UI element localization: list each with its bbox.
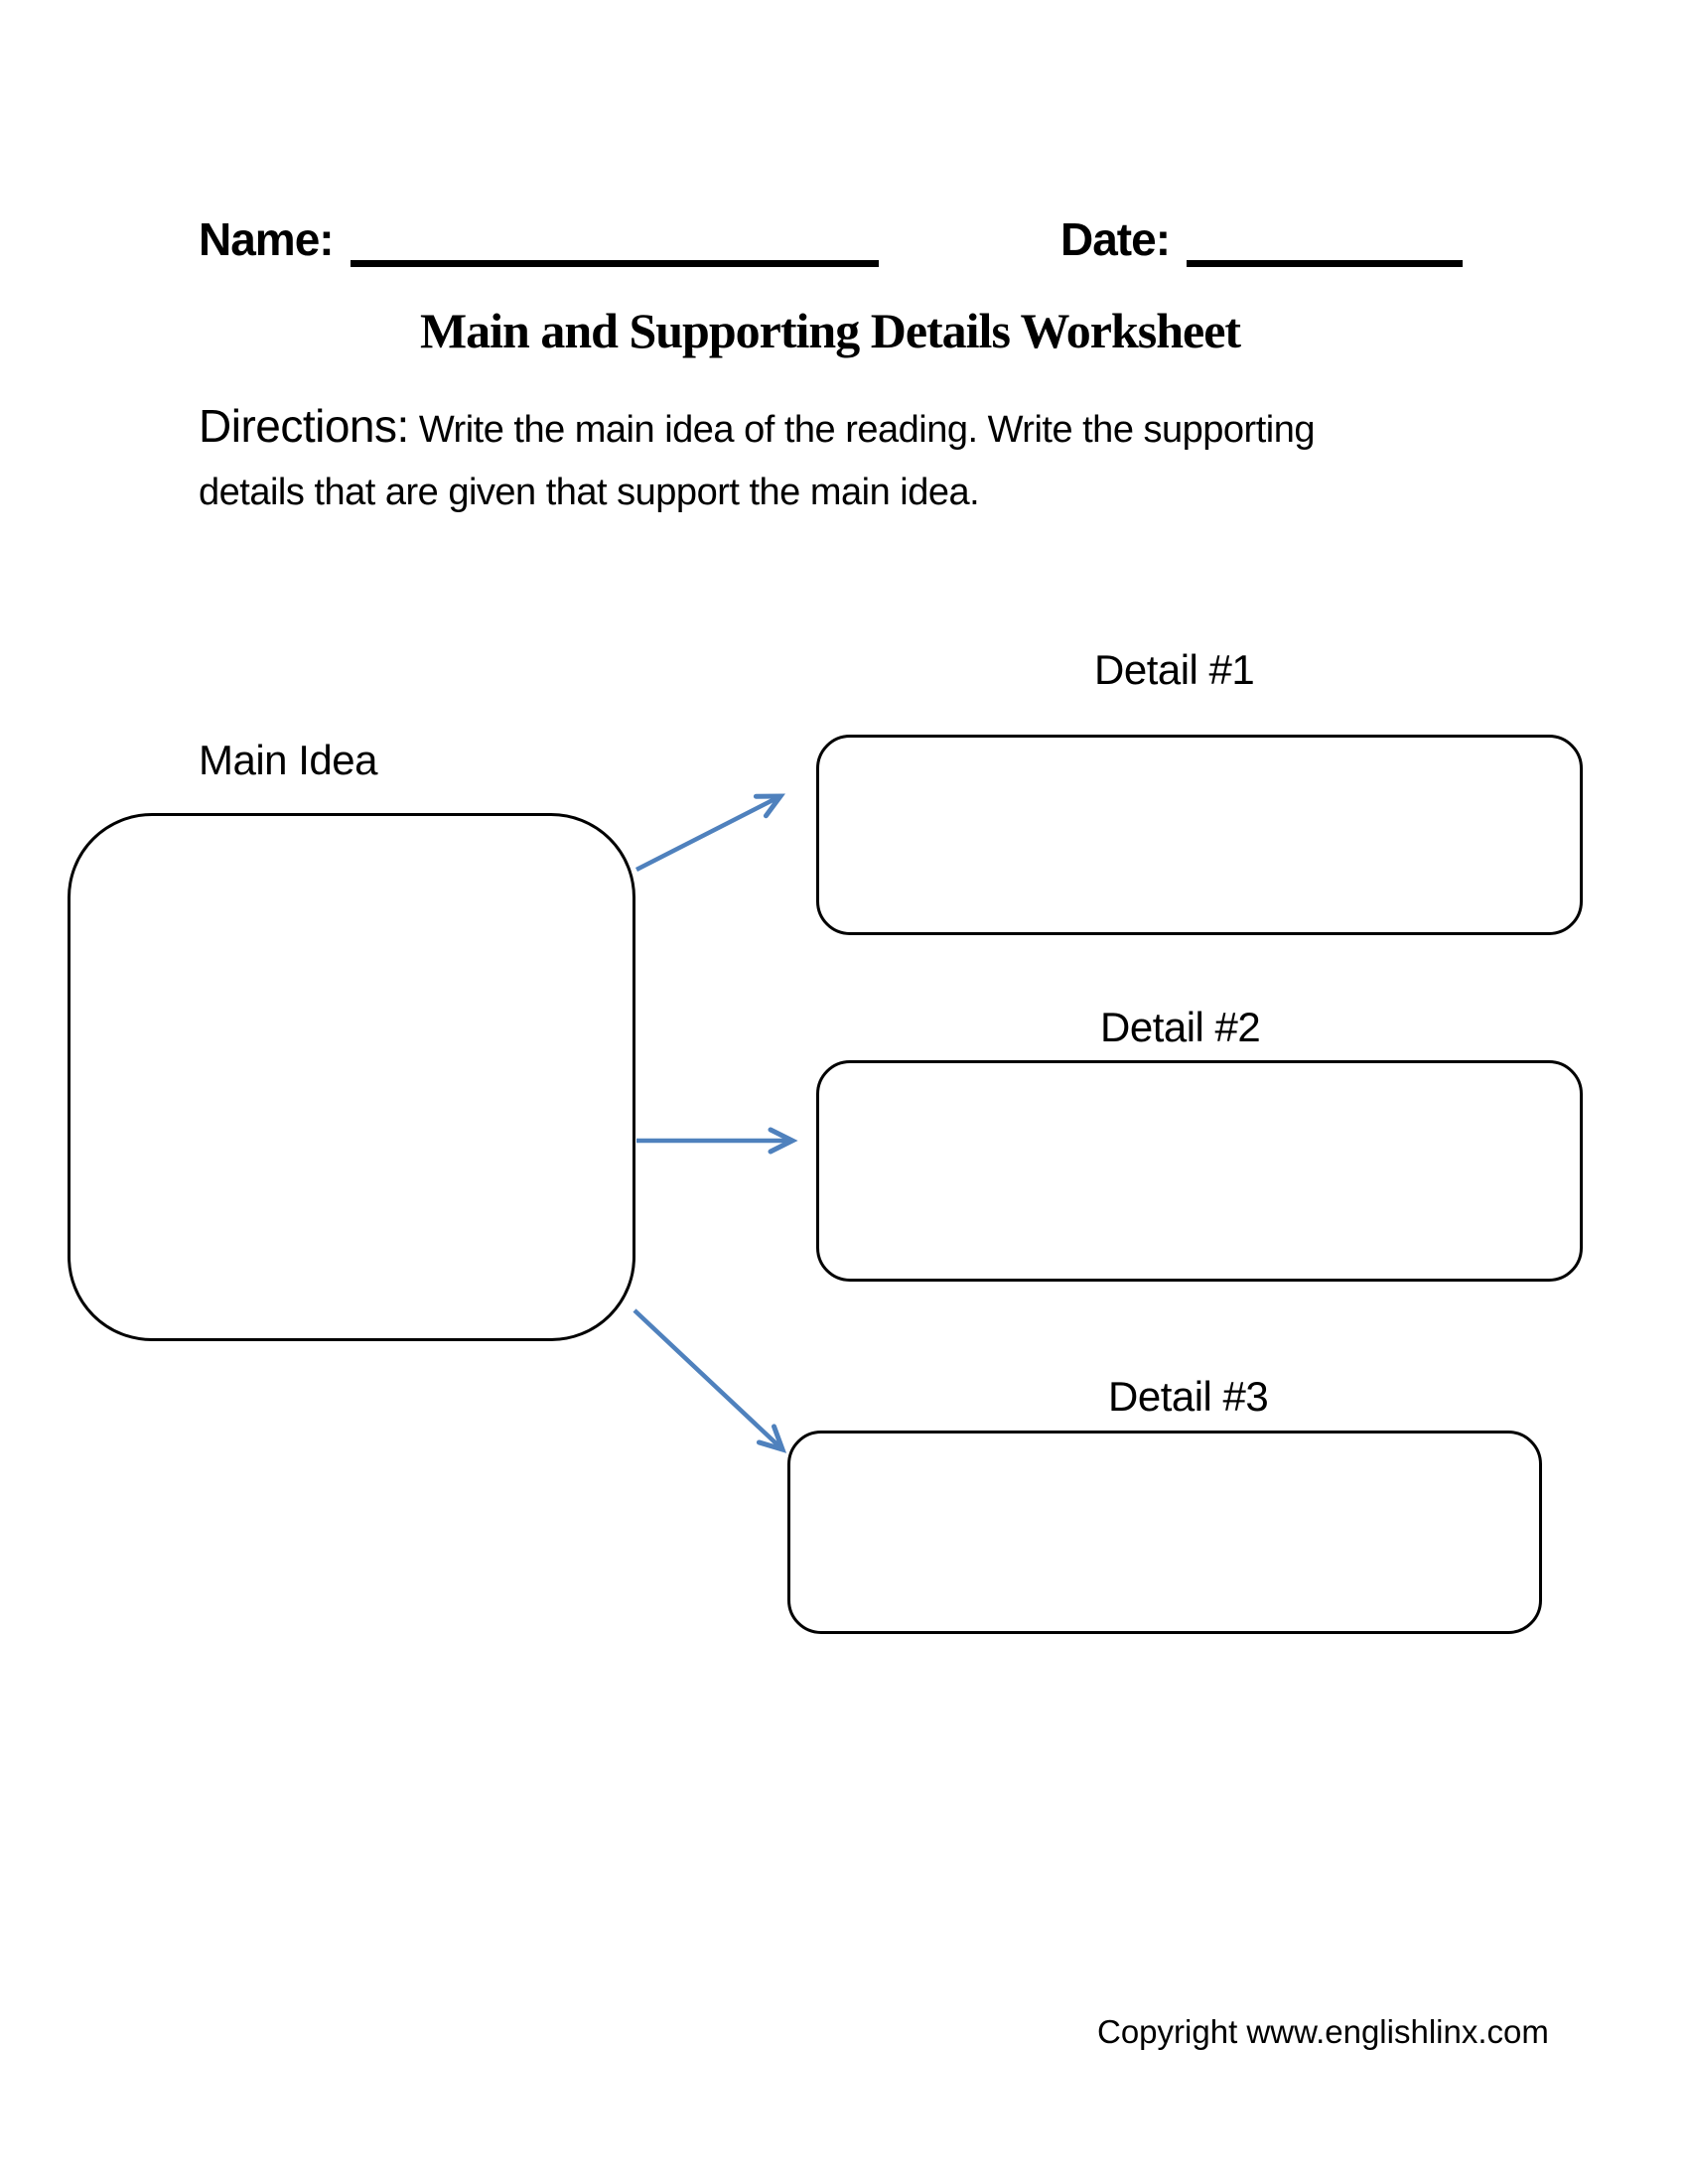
- worksheet-title: Main and Supporting Details Worksheet: [419, 303, 1241, 358]
- detail-3-label: Detail #3: [1108, 1373, 1269, 1420]
- date-label: Date:: [1060, 213, 1171, 265]
- directions-line-2: details that are given that support the …: [199, 472, 980, 513]
- arrow-main-to-detail-3: [633, 1308, 787, 1453]
- detail-3-box[interactable]: [787, 1431, 1542, 1634]
- copyright-text: Copyright www.englishlinx.com: [1097, 2013, 1549, 2050]
- name-label: Name:: [199, 213, 335, 265]
- detail-2-label: Detail #2: [1100, 1004, 1261, 1050]
- main-idea-box[interactable]: [68, 813, 635, 1341]
- date-write-line[interactable]: [1187, 260, 1463, 267]
- detail-1-label: Detail #1: [1094, 646, 1255, 693]
- name-write-line[interactable]: [351, 260, 879, 267]
- detail-1-box[interactable]: [816, 735, 1583, 935]
- directions-line-1-text: Write the main idea of the reading. Writ…: [418, 409, 1316, 451]
- detail-2-box[interactable]: [816, 1060, 1583, 1282]
- arrow-main-to-detail-1: [634, 793, 785, 873]
- directions-line-1: Directions: Write the main idea of the r…: [199, 395, 1489, 462]
- directions-label: Directions:: [199, 400, 409, 452]
- main-idea-label: Main Idea: [199, 737, 377, 783]
- directions: Directions: Write the main idea of the r…: [199, 395, 1489, 524]
